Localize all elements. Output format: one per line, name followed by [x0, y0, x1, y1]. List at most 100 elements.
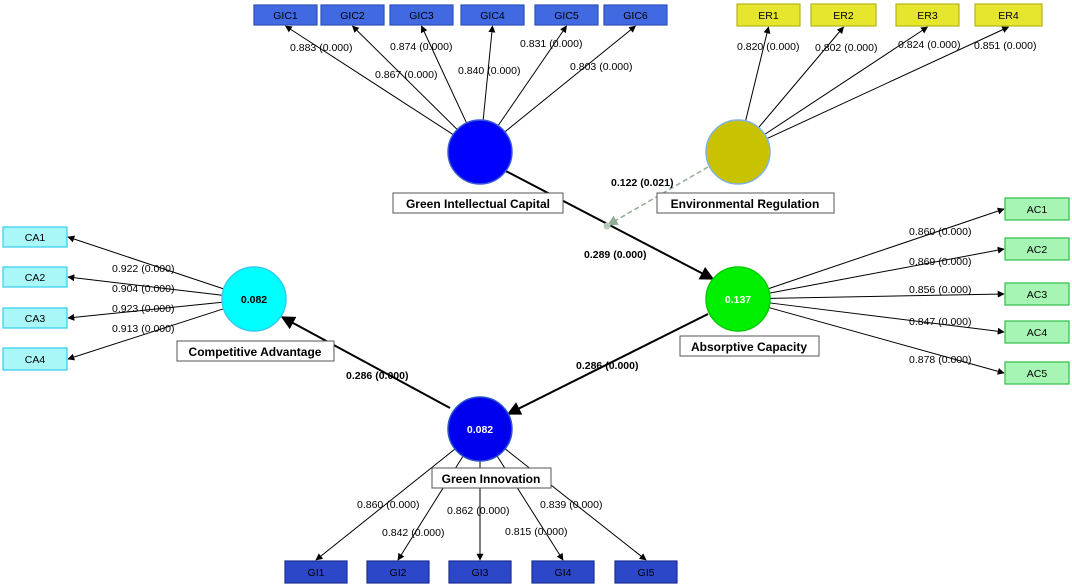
- loading-value-gic5: 0.831 (0.000): [520, 38, 582, 50]
- outer-loading-arrows: [67, 25, 1010, 561]
- loading-arrow-ca1: [67, 235, 224, 290]
- construct-ca-circle[interactable]: [221, 266, 287, 332]
- loading-value-ca1: 0.922 (0.000): [112, 263, 174, 275]
- loading-arrow-ac3: [769, 290, 1005, 299]
- construct-er-circle[interactable]: [705, 119, 771, 185]
- loading-value-ac4: 0.847 (0.000): [909, 316, 971, 328]
- loading-value-gic2: 0.867 (0.000): [375, 69, 437, 81]
- structural-paths: [280, 166, 715, 415]
- loading-value-ca2: 0.904 (0.000): [112, 283, 174, 295]
- indicator-ca1[interactable]: CA1: [2, 226, 68, 248]
- loading-value-ca3: 0.923 (0.000): [112, 303, 174, 315]
- svg-text:Green Innovation: Green Innovation: [442, 472, 541, 486]
- indicator-gic6[interactable]: GIC6: [603, 4, 668, 26]
- indicator-label: CA1: [25, 232, 46, 244]
- indicator-ca3[interactable]: CA3: [2, 307, 68, 329]
- construct-ac-circle[interactable]: [705, 266, 771, 332]
- construct-ca-label: Competitive Advantage: [176, 340, 335, 362]
- indicator-gic2[interactable]: GIC2: [320, 4, 385, 26]
- construct-er-label: Environmental Regulation: [656, 192, 835, 214]
- indicator-er4[interactable]: ER4: [974, 3, 1043, 27]
- indicator-label: AC3: [1027, 289, 1048, 301]
- path-arrow-ac-gi: [506, 313, 709, 415]
- loading-arrow-gic5: [497, 25, 567, 126]
- svg-text:Absorptive Capacity: Absorptive Capacity: [691, 340, 807, 354]
- path-coef-gic-ac: 0.289 (0.000): [584, 249, 646, 261]
- construct-gic-circle[interactable]: [447, 119, 513, 185]
- loading-arrow-gic1: [284, 25, 454, 136]
- loading-value-ac1: 0.860 (0.000): [909, 226, 971, 238]
- loading-value-gic1: 0.883 (0.000): [290, 42, 352, 54]
- indicator-label: GI4: [555, 567, 572, 579]
- loading-value-gic6: 0.803 (0.000): [570, 61, 632, 73]
- indicator-gi3[interactable]: GI3: [448, 560, 512, 584]
- indicator-label: CA3: [25, 313, 46, 325]
- indicator-ac1[interactable]: AC1: [1004, 197, 1070, 221]
- indicator-label: GI1: [308, 567, 325, 579]
- loading-value-gi4: 0.815 (0.000): [505, 526, 567, 538]
- indicator-gi4[interactable]: GI4: [531, 560, 595, 584]
- loading-arrow-er2: [758, 26, 844, 128]
- indicator-label: GI3: [472, 567, 489, 579]
- loading-value-er2: 0.802 (0.000): [815, 42, 877, 54]
- construct-gi-r2: 0.082: [467, 424, 493, 436]
- indicator-label: ER4: [998, 10, 1019, 22]
- indicator-er3[interactable]: ER3: [895, 3, 960, 27]
- construct-gi-circle[interactable]: [447, 396, 513, 462]
- indicator-gi1[interactable]: GI1: [284, 560, 348, 584]
- indicator-label: AC5: [1027, 368, 1048, 380]
- indicator-label: GI5: [638, 567, 655, 579]
- loading-value-gic3: 0.874 (0.000): [390, 41, 452, 53]
- indicator-ac5[interactable]: AC5: [1004, 361, 1070, 385]
- loading-value-gi5: 0.839 (0.000): [540, 499, 602, 511]
- indicator-ac3[interactable]: AC3: [1004, 282, 1070, 306]
- indicator-gic1[interactable]: GIC1: [253, 4, 318, 26]
- loading-labels: 0.883 (0.000) 0.867 (0.000) 0.874 (0.000) 0…: [112, 38, 1036, 539]
- indicator-gi2[interactable]: GI2: [366, 560, 430, 584]
- loading-value-er1: 0.820 (0.000): [737, 41, 799, 53]
- loading-arrow-ca3: [67, 301, 223, 321]
- indicator-ca2[interactable]: CA2: [2, 266, 68, 288]
- indicator-label: GIC4: [480, 10, 505, 22]
- construct-gic-label: Green Intellectual Capital: [392, 192, 564, 214]
- indicator-label: GIC1: [273, 10, 298, 22]
- loading-arrow-er3: [764, 26, 929, 135]
- indicator-ca4[interactable]: CA4: [2, 347, 68, 371]
- indicator-label: AC1: [1027, 204, 1048, 216]
- loading-value-ac3: 0.856 (0.000): [909, 284, 971, 296]
- path-coef-ac-gi: 0.286 (0.000): [576, 360, 638, 372]
- loading-arrow-gic4: [482, 25, 496, 121]
- indicator-label: ER1: [758, 10, 779, 22]
- loading-arrow-gic2: [352, 25, 458, 130]
- loading-arrow-ac4: [769, 302, 1005, 335]
- loading-value-gi1: 0.860 (0.000): [357, 499, 419, 511]
- path-coefficient-labels: 0.289 (0.000) 0.286 (0.000) 0.286 (0.000…: [346, 177, 673, 382]
- construct-ac-r2: 0.137: [725, 294, 751, 306]
- loading-value-ac5: 0.878 (0.000): [909, 354, 971, 366]
- indicator-label: GIC5: [554, 10, 579, 22]
- indicator-ac4[interactable]: AC4: [1004, 320, 1070, 344]
- indicator-ac2[interactable]: AC2: [1004, 237, 1070, 261]
- loading-arrow-ac1: [768, 207, 1005, 290]
- indicator-gic4[interactable]: GIC4: [460, 4, 525, 26]
- indicator-gic5[interactable]: GIC5: [534, 4, 599, 26]
- indicator-gi5[interactable]: GI5: [614, 560, 678, 584]
- svg-text:Competitive Advantage: Competitive Advantage: [189, 345, 322, 359]
- constructs: 0.082 0.137 0.082: [221, 119, 771, 462]
- indicator-label: CA2: [25, 272, 46, 284]
- loading-arrow-er1: [745, 26, 771, 122]
- loading-value-er3: 0.824 (0.000): [898, 39, 960, 51]
- indicator-er1[interactable]: ER1: [736, 3, 801, 27]
- moderation-coef-er: 0.122 (0.021): [611, 177, 673, 189]
- svg-text:Green Intellectual Capital: Green Intellectual Capital: [406, 197, 550, 211]
- indicator-gic3[interactable]: GIC3: [389, 4, 454, 26]
- path-coef-gi-ca: 0.286 (0.000): [346, 370, 408, 382]
- indicator-label: AC4: [1027, 327, 1048, 339]
- construct-labels: Green Intellectual Capital Environmental…: [176, 192, 835, 489]
- indicator-label: CA4: [25, 354, 46, 366]
- loading-arrow-ca2: [67, 274, 223, 296]
- indicator-er2[interactable]: ER2: [810, 3, 877, 27]
- indicator-label: GIC6: [623, 10, 648, 22]
- loading-arrow-gi5: [504, 448, 647, 561]
